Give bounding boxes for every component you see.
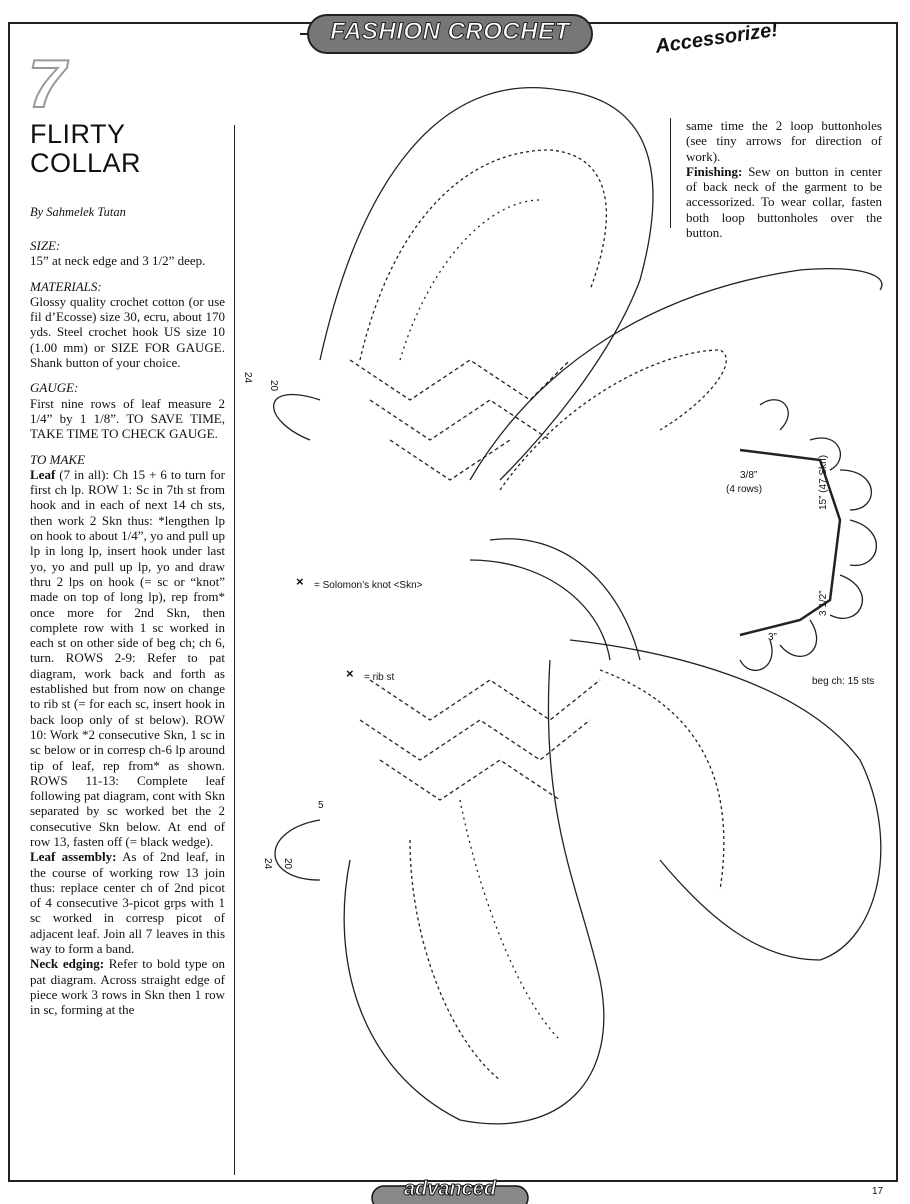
leaf-text: (7 in all): Ch 15 + 6 to turn for first …: [30, 467, 225, 849]
assembly-label: Leaf assembly:: [30, 849, 116, 864]
instructions-column: SIZE: 15” at neck edge and 3 1/2” deep. …: [30, 238, 225, 1018]
assembly-paragraph: Leaf assembly: As of 2nd leaf, in the co…: [30, 849, 225, 956]
pattern-title: FLIRTY COLLAR: [30, 120, 141, 178]
neck-paragraph: Neck edging: Refer to bold type on pat d…: [30, 956, 225, 1017]
size-text: 15” at neck edge and 3 1/2” deep.: [30, 253, 225, 268]
label-24-bottom: 24: [262, 858, 273, 869]
middle-leaf-outline: [470, 269, 882, 480]
band-arc: [490, 539, 640, 660]
schematic-length: 15” (47 Skn): [818, 455, 829, 510]
label-24-top: 24: [242, 372, 253, 383]
schematic-rows-count: (4 rows): [726, 484, 762, 495]
column-divider: [234, 125, 235, 1175]
header-banner: FASHION CROCHET: [300, 12, 600, 56]
schematic-beg-ch: beg ch: 15 sts: [812, 676, 874, 687]
to-make-heading: TO MAKE: [30, 452, 225, 467]
rib-symbol: ×: [346, 666, 354, 681]
label-20-bottom: 20: [282, 858, 293, 869]
leaf-label: Leaf: [30, 467, 55, 482]
page-number: 17: [872, 1186, 883, 1197]
gauge-heading: GAUGE:: [30, 380, 225, 395]
title-line-1: FLIRTY: [30, 120, 141, 149]
footer-logo: advanced: [380, 1178, 520, 1201]
banner-title: FASHION CROCHET: [300, 18, 600, 46]
top-buttonhole: [274, 395, 320, 440]
legend-skn: = Solomon’s knot <Skn>: [314, 580, 423, 591]
label-20-top: 20: [268, 380, 279, 391]
schematic-rows: 3/8”: [740, 470, 757, 481]
schematic-depth: 3 1/2”: [818, 590, 829, 616]
right-leaf-outline: [570, 640, 881, 960]
pattern-number: 7: [28, 50, 66, 118]
gauge-text: First nine rows of leaf measure 2 1/4” b…: [30, 396, 225, 442]
crochet-chart: [240, 60, 900, 1170]
materials-text: Glossy quality crochet cotton (or use fi…: [30, 294, 225, 370]
byline: By Sahmelek Tutan: [30, 205, 126, 220]
title-line-2: COLLAR: [30, 149, 141, 178]
assembly-text: As of 2nd leaf, in the course of working…: [30, 849, 225, 956]
bottom-leaf-outline: [344, 660, 604, 1124]
size-heading: SIZE:: [30, 238, 225, 253]
schematic-3in: 3”: [768, 632, 777, 643]
bottom-buttonhole: [275, 820, 320, 880]
materials-heading: MATERIALS:: [30, 279, 225, 294]
label-5: 5: [318, 800, 324, 811]
leaf-paragraph: Leaf (7 in all): Ch 15 + 6 to turn for f…: [30, 467, 225, 849]
top-leaf-outline: [320, 88, 653, 480]
legend-rib: = rib st: [364, 672, 394, 683]
skn-symbol: ×: [296, 574, 304, 589]
neck-label: Neck edging:: [30, 956, 104, 971]
